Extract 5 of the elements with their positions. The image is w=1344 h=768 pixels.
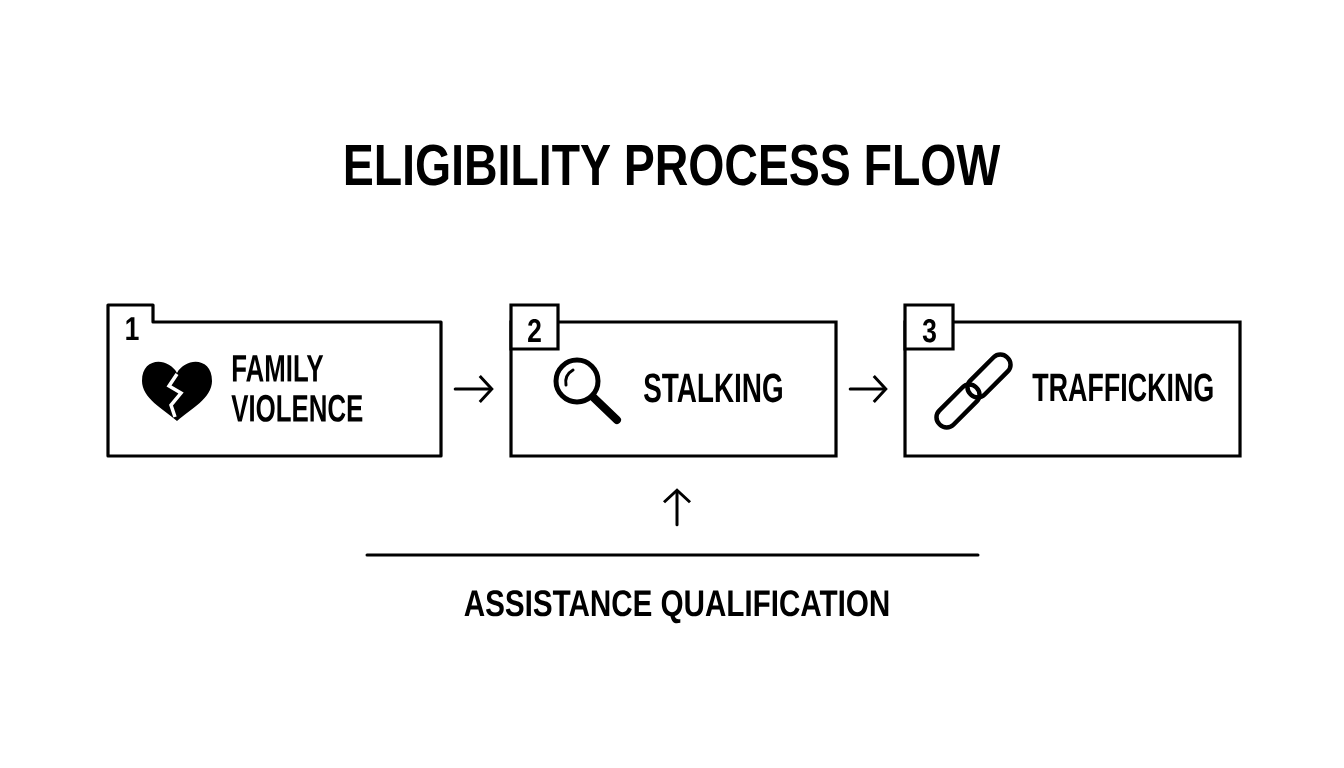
bar-label: ASSISTANCE QUALIFICATION bbox=[464, 590, 889, 624]
step-tab: 3 bbox=[903, 303, 955, 351]
title: ELIGIBILITY PROCESS FLOW bbox=[345, 144, 1001, 186]
step-tab: 2 bbox=[509, 303, 560, 351]
step-number: 1 bbox=[126, 317, 139, 340]
